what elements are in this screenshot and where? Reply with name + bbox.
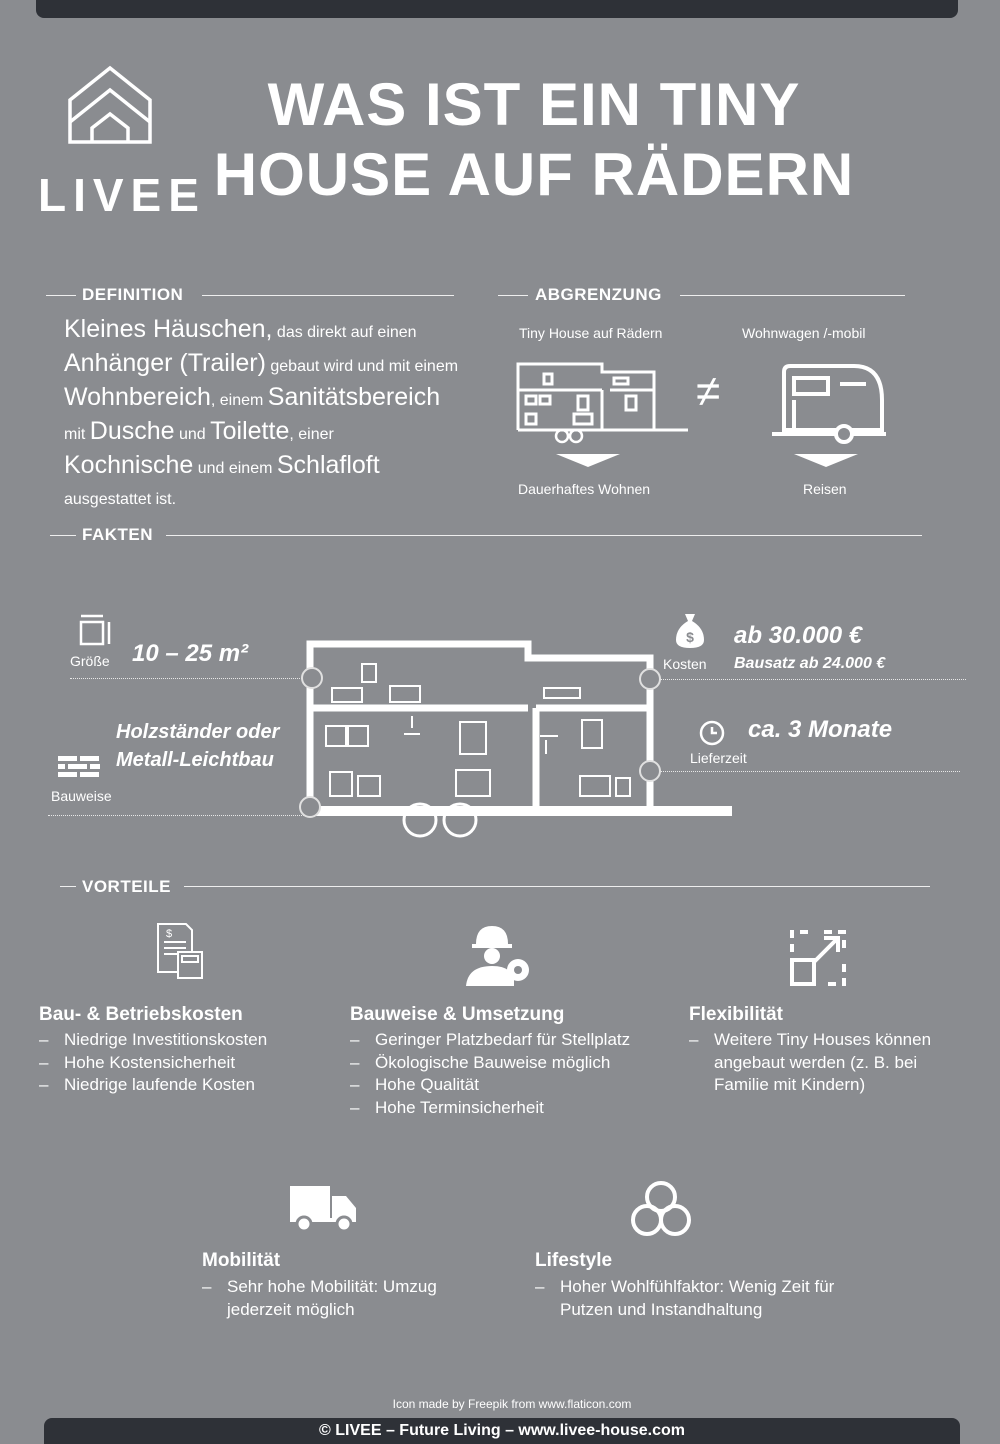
truck-icon [290, 1186, 356, 1233]
vorteile-column-title: Lifestyle [535, 1250, 613, 1271]
list-item: Hoher Wohlfühlfaktor: Wenig Zeit für Put… [535, 1276, 855, 1321]
divider [60, 886, 76, 887]
list-item: Niedrige Investitionskosten [39, 1029, 319, 1052]
kosten-sub: Bausatz ab 24.000 € [734, 655, 886, 672]
svg-text:$: $ [166, 928, 172, 940]
not-equal-sign: ≠ [696, 367, 721, 416]
icon-credit: Icon made by Freepik from www.flaticon.c… [392, 1397, 632, 1411]
footer-text: © LIVEE – Future Living – www.livee-hous… [319, 1422, 685, 1439]
section-title-abgrenzung: ABGRENZUNG [535, 285, 662, 304]
vorteile-column-title: Flexibilität [689, 1004, 783, 1025]
definition-text-part: und [174, 426, 211, 443]
tiny-house-icon [516, 362, 688, 444]
definition-text-part: und einem [193, 460, 277, 477]
list-item: Ökologische Bauweise möglich [350, 1052, 670, 1075]
divider [184, 886, 930, 887]
definition-text: Kleines Häuschen, das direkt auf einen A… [64, 314, 464, 515]
definition-text-part: gebaut wird und mit einem [265, 358, 459, 375]
kosten-label: Kosten [663, 656, 707, 672]
svg-text:$: $ [686, 629, 694, 645]
divider [680, 295, 905, 296]
definition-keyword: Kleines Häuschen, [64, 315, 273, 343]
section-title-definition: DEFINITION [82, 285, 184, 304]
trefoil-icon [631, 1181, 691, 1236]
definition-keyword: Schlafloft [276, 451, 380, 479]
section-title-fakten: FAKTEN [82, 525, 153, 544]
definition-keyword: Sanitätsbereich [267, 383, 441, 411]
lieferzeit-value: ca. 3 Monate [748, 716, 893, 743]
top-bar [36, 0, 958, 18]
vorteile-column-title: Bau- & Betriebskosten [39, 1004, 243, 1025]
caravan-icon [772, 364, 886, 444]
vorteile-column-title: Mobilität [202, 1250, 281, 1271]
title-line-1: WAS IST EIN TINY [267, 71, 801, 138]
bauweise-label: Bauweise [51, 788, 112, 804]
house-logo-icon [68, 65, 152, 144]
vorteile-column-title: Bauweise & Umsetzung [350, 1004, 565, 1025]
definition-text-part: das direkt auf einen [272, 324, 417, 341]
callout-line [70, 678, 312, 679]
bauweise-value-line-2: Metall-Leichtbau [116, 749, 274, 771]
tiny-house-caption: Dauerhaftes Wohnen [518, 481, 651, 497]
arrow-down-icon [556, 454, 620, 467]
divider [46, 295, 76, 296]
caravan-caption: Reisen [803, 481, 847, 497]
list-item: Weitere Tiny Houses können angebaut werd… [689, 1029, 965, 1097]
definition-text-part: , einem [210, 392, 268, 409]
tiny-house-label: Tiny House auf Rädern [519, 325, 663, 341]
definition-keyword: Wohnbereich [64, 383, 211, 411]
section-title-vorteile: VORTEILE [82, 877, 172, 896]
title-line-2: HOUSE AUF RÄDERN [213, 141, 855, 208]
arrow-down-icon [794, 454, 858, 467]
list-item: Geringer Platzbedarf für Stellplatz [350, 1029, 670, 1052]
list-item: Hohe Kostensicherheit [39, 1052, 319, 1075]
vorteile-list: Niedrige Investitionskosten Hohe Kostens… [39, 1029, 319, 1097]
callout-line [650, 771, 960, 772]
list-item: Hohe Qualität [350, 1074, 670, 1097]
worker-gear-icon [466, 926, 529, 986]
divider [166, 535, 922, 536]
invoice-calculator-icon: $ [157, 923, 203, 979]
groesse-value: 10 – 25 m² [132, 640, 249, 667]
money-bag-icon: $ [676, 614, 704, 648]
list-item: Sehr hohe Mobilität: Umzug jederzeit mög… [202, 1276, 492, 1321]
definition-keyword: Toilette [210, 417, 290, 445]
list-item: Niedrige laufende Kosten [39, 1074, 319, 1097]
definition-keyword: Dusche [89, 417, 175, 445]
vorteile-list: Hoher Wohlfühlfaktor: Wenig Zeit für Put… [535, 1276, 855, 1321]
vorteile-list: Sehr hohe Mobilität: Umzug jederzeit mög… [202, 1276, 492, 1321]
lieferzeit-label: Lieferzeit [690, 750, 747, 766]
definition-keyword: Kochnische [64, 451, 194, 479]
size-icon [79, 614, 111, 646]
definition-keyword: Anhänger (Trailer) [64, 349, 266, 377]
definition-text-part: ausgestattet ist. [64, 491, 177, 508]
callout-line [650, 679, 966, 680]
page-title: WAS IST EIN TINY HOUSE AUF RÄDERN [206, 70, 862, 210]
callout-line [48, 815, 310, 816]
kosten-value: ab 30.000 € [734, 622, 863, 649]
caravan-label: Wohnwagen /-mobil [742, 325, 866, 341]
expand-icon [790, 930, 846, 986]
definition-text-part: mit [64, 426, 90, 443]
clock-icon [699, 720, 725, 746]
brick-wall-icon [58, 756, 100, 777]
logo-text: LIVEE [38, 169, 206, 221]
bauweise-value-line-1: Holzständer oder [116, 721, 280, 743]
vorteile-list: Geringer Platzbedarf für Stellplatz Ökol… [350, 1029, 670, 1119]
footer-bar [44, 1418, 960, 1444]
list-item: Hohe Terminsicherheit [350, 1097, 670, 1120]
divider [498, 295, 528, 296]
divider [50, 535, 76, 536]
divider [202, 295, 454, 296]
vorteile-list: Weitere Tiny Houses können angebaut werd… [689, 1029, 965, 1097]
bauweise-value: Holzständer oder Metall-Leichtbau [116, 718, 279, 774]
definition-text-part: , einer [289, 426, 334, 443]
groesse-label: Größe [70, 653, 110, 669]
